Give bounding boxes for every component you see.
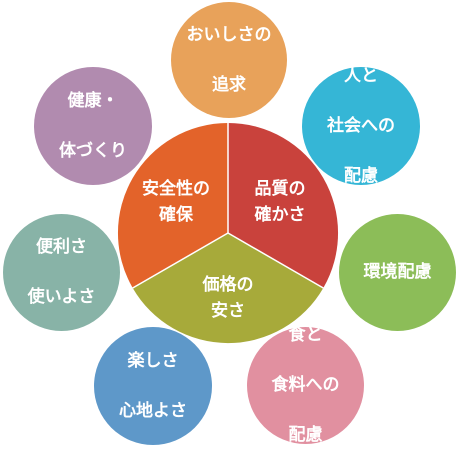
bubble-kenko-line2: 体づくり bbox=[59, 140, 127, 161]
bubble-tanoshisa: 楽しさ 心地よさ bbox=[94, 327, 212, 445]
pie-divider bbox=[227, 232, 324, 289]
label-quality-line1: 品質の bbox=[255, 178, 306, 199]
bubble-shoku-line3: 配慮 bbox=[288, 425, 323, 445]
bubble-kankyo: 環境配慮 bbox=[339, 214, 456, 331]
bubble-tanoshisa-line2: 心地よさ bbox=[119, 400, 187, 421]
bubble-oishisa-line1: おいしさの bbox=[186, 24, 272, 45]
bubble-hito-line3: 配慮 bbox=[344, 165, 378, 186]
bubble-kankyo-line1: 環境配慮 bbox=[363, 262, 432, 282]
label-quality-line2: 確かさ bbox=[255, 204, 306, 225]
bubble-oishisa: おいしさの 追求 bbox=[171, 2, 287, 118]
label-safety-line1: 安全性の bbox=[142, 178, 210, 199]
bubble-benri-line1: 便利さ bbox=[35, 237, 87, 257]
bubble-hito-line1: 人と bbox=[344, 65, 378, 86]
bubble-benri: 便利さ 使いよさ bbox=[3, 214, 120, 331]
values-diagram: 安全性の 確保 品質の 確かさ 価格の 安さ おいしさの 追求 人と 社会への … bbox=[3, 2, 456, 445]
bubble-kenko-line1: 健康・ bbox=[67, 90, 119, 111]
pie-segment-safety bbox=[117, 123, 228, 288]
label-price-line1: 価格の bbox=[202, 274, 254, 295]
pie-segment-quality bbox=[228, 122, 339, 288]
bubble-shoku: 食と 食料への 配慮 bbox=[247, 325, 364, 445]
bubble-shoku-line2: 食料への bbox=[271, 375, 340, 395]
center-pie: 安全性の 確保 品質の 確かさ 価格の 安さ bbox=[117, 122, 339, 344]
bubble-oishisa-line2: 追求 bbox=[212, 74, 246, 95]
bubble-kenko: 健康・ 体づくり bbox=[34, 67, 152, 185]
label-price-line2: 安さ bbox=[211, 300, 245, 321]
bubble-shoku-line1: 食と bbox=[288, 325, 323, 345]
bubble-benri-line2: 使いよさ bbox=[27, 287, 96, 307]
bubble-hito-line2: 社会への bbox=[327, 115, 395, 136]
bubble-hito: 人と 社会への 配慮 bbox=[302, 65, 420, 186]
bubble-tanoshisa-line1: 楽しさ bbox=[127, 350, 179, 371]
label-safety-line2: 確保 bbox=[159, 204, 194, 225]
pie-divider bbox=[132, 232, 229, 289]
